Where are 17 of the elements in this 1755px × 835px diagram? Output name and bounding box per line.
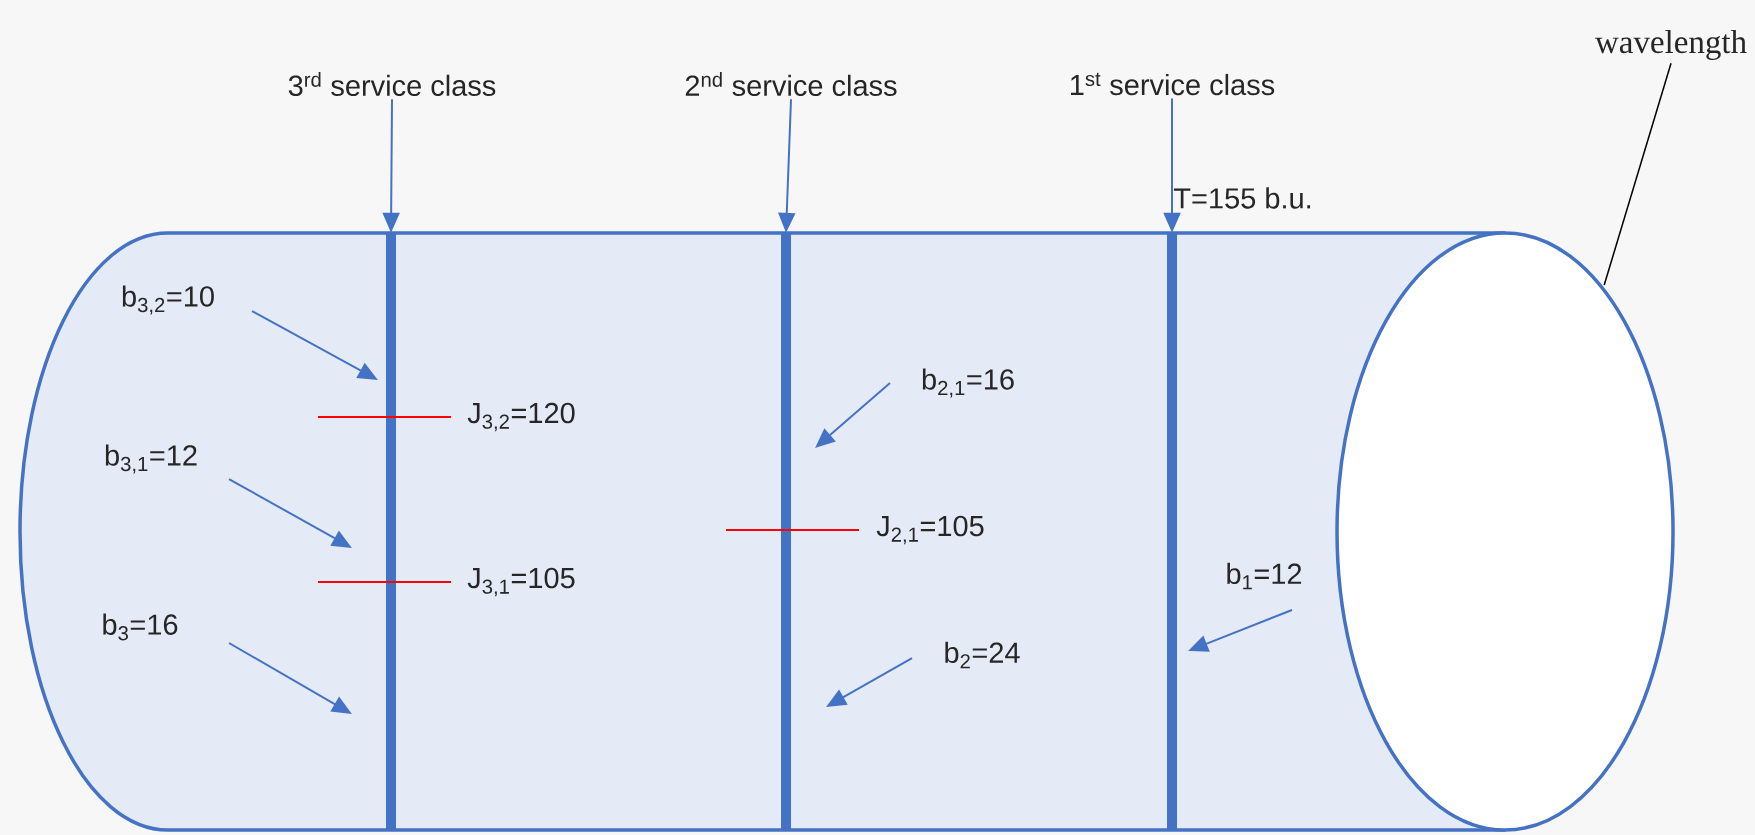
arrow: [815, 382, 891, 448]
bandwidth-label: b$_{1}$=12: [1227, 562, 1302, 590]
service-class-label: 3$^{rd}$ service class: [288, 72, 496, 96]
service-class-label: 1$^{st}$ service class: [1071, 72, 1275, 96]
bandwidth-label: b$_{3,1}$=12: [105, 444, 197, 474]
bandwidth-label: b$_{3,2}$=10: [122, 285, 214, 315]
text-label: J$_{3,2}$=120: [467, 402, 575, 432]
bandwidth-label: b$_{2,1}$=16: [922, 368, 1014, 398]
cylinder: [18, 231, 1675, 832]
text-label: T=155 b.u.: [1173, 187, 1311, 209]
text-label: wavelength: [1595, 30, 1747, 60]
text-label: J$_{3,1}$=105: [467, 567, 575, 597]
bandwidth-label: b$_{2}$=24: [945, 641, 1020, 669]
leader-line: [1603, 62, 1672, 286]
service-class-label: 2$^{nd}$ service class: [685, 72, 897, 96]
text-label: J$_{2,1}$=105: [876, 515, 984, 545]
bandwidth-label: b$_{3}$=16: [103, 613, 178, 641]
